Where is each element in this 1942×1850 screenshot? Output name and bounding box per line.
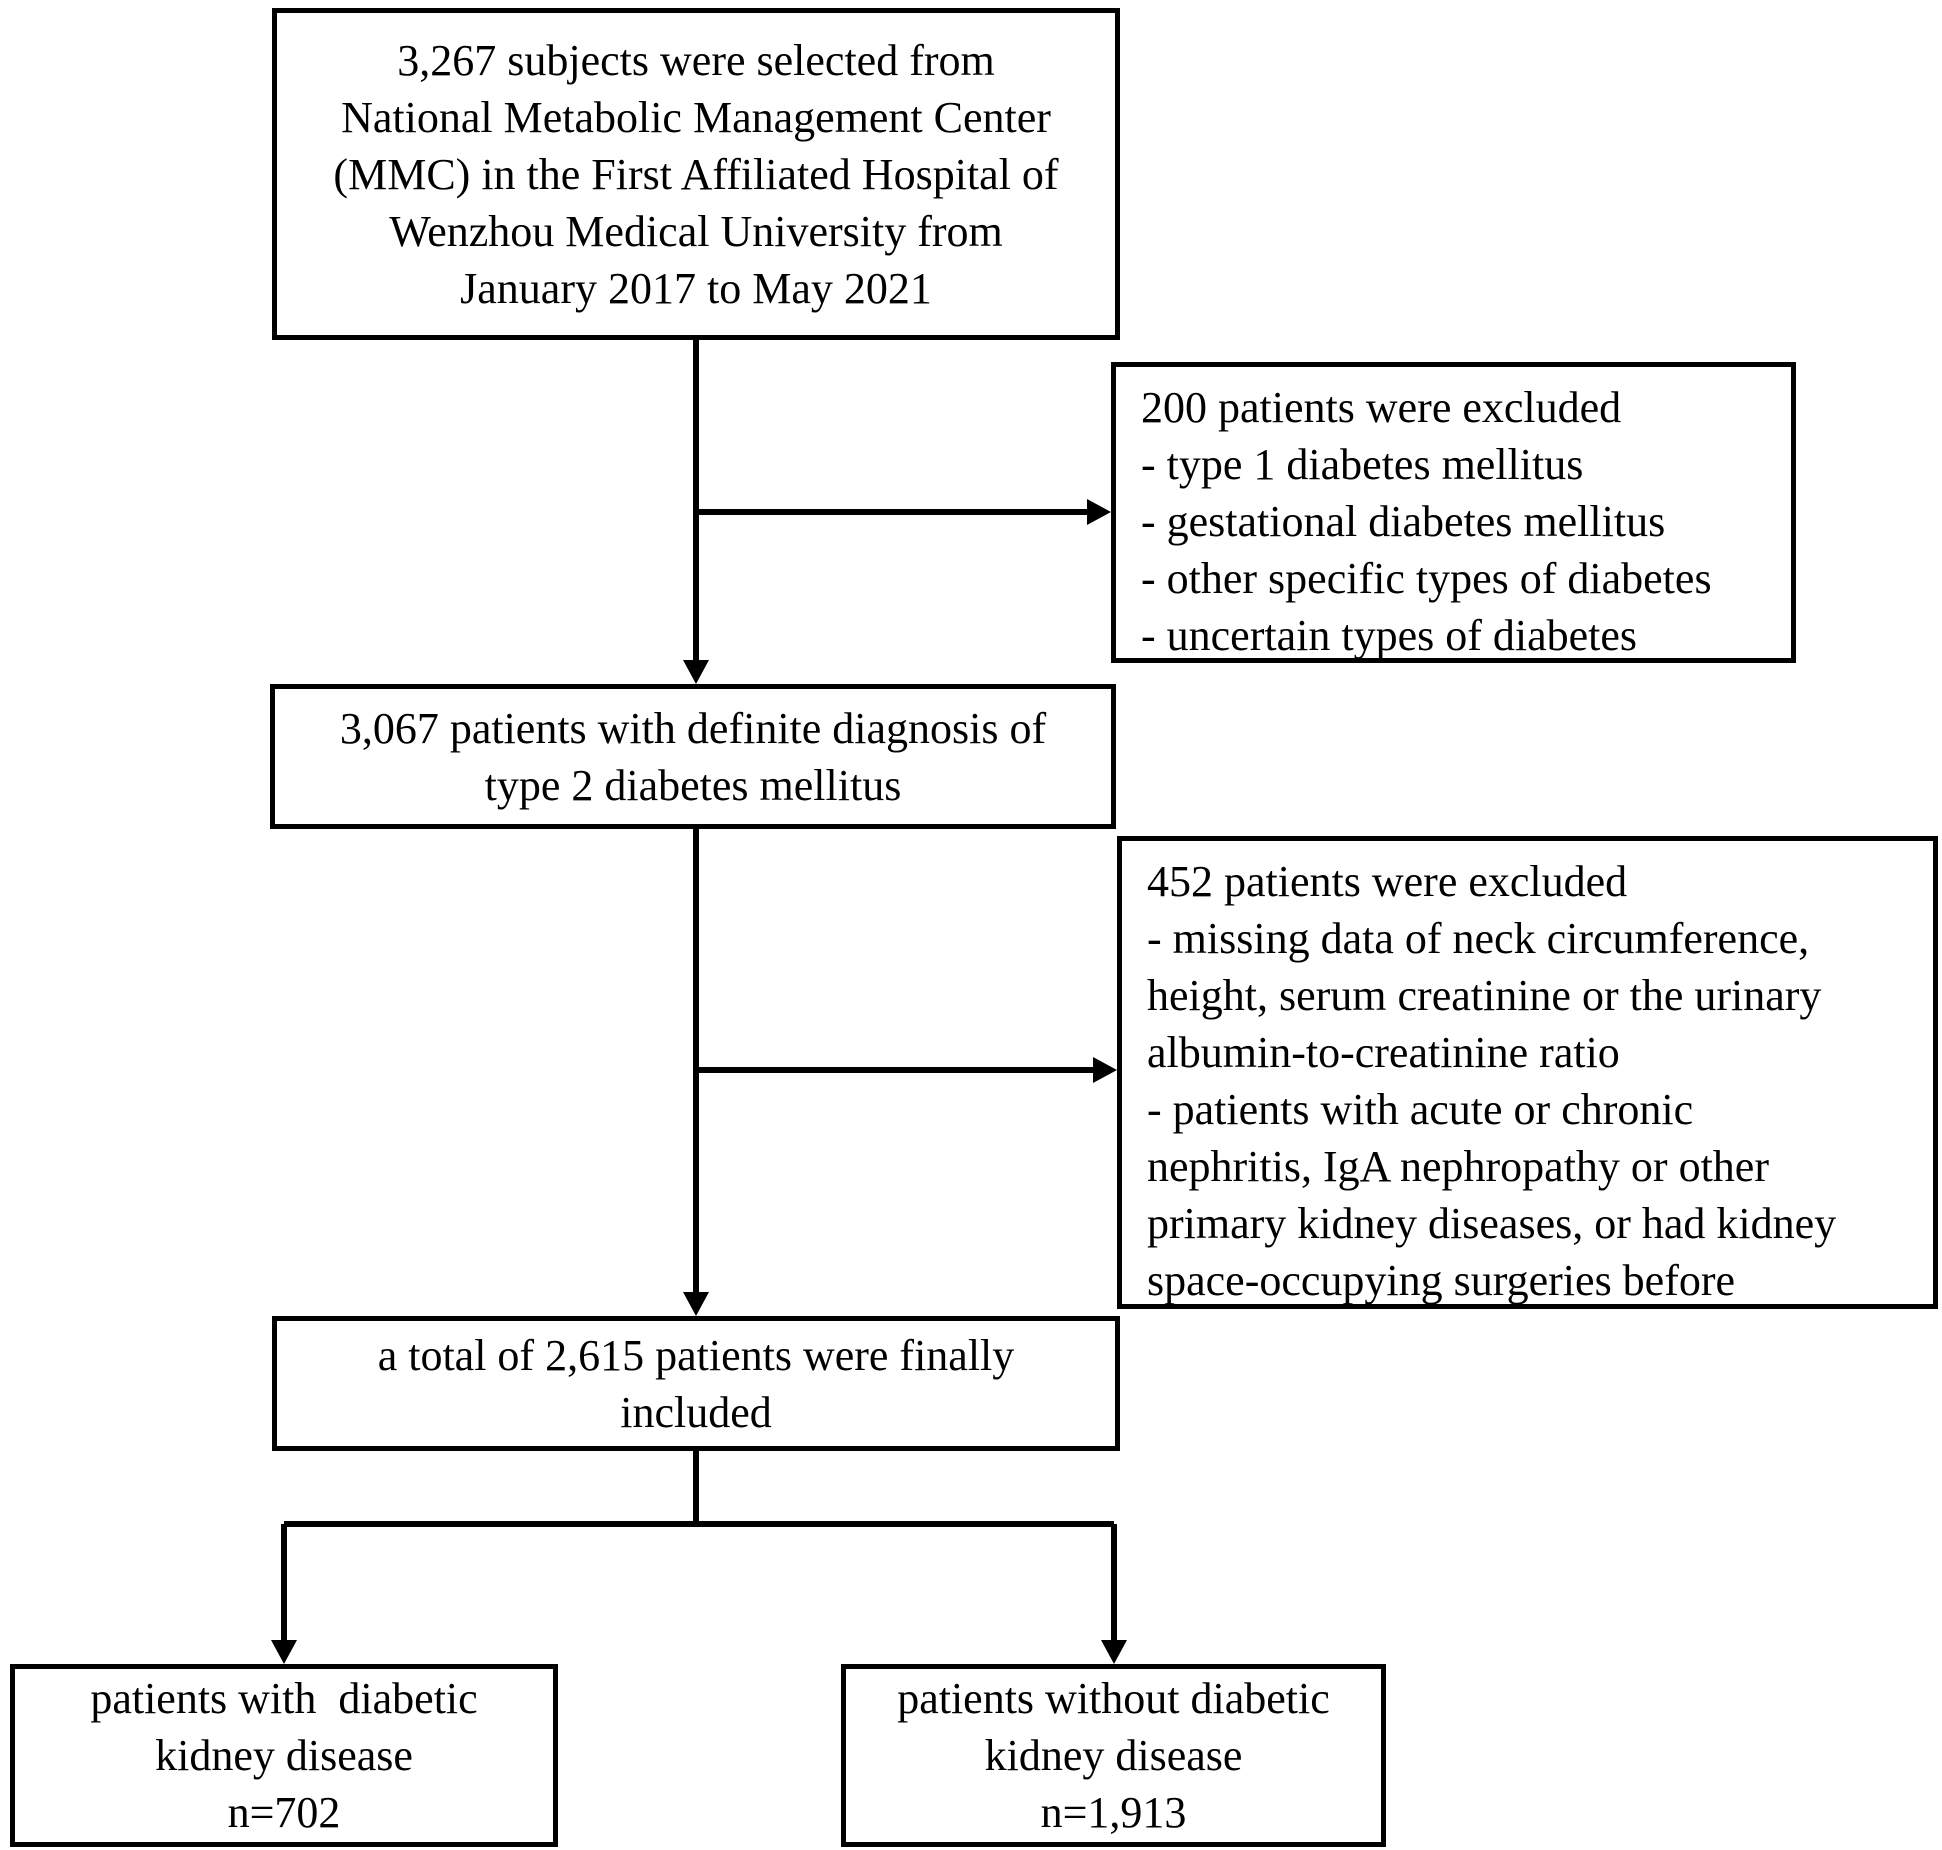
box-text-line: - other specific types of diabetes xyxy=(1141,554,1712,603)
first-exclusion-box: 200 patients were excluded - type 1 diab… xyxy=(1111,362,1796,663)
box-text-line: patients without diabetic xyxy=(897,1674,1330,1723)
box-text-line: a total of 2,615 patients were finally xyxy=(377,1330,1015,1380)
second-exclusion-box: 452 patients were excluded - missing dat… xyxy=(1117,836,1938,1309)
arrowhead-without-dkd xyxy=(1101,1640,1127,1664)
box-text-line: type 2 diabetes mellitus xyxy=(484,760,902,810)
box-text-line: (MMC) in the First Affiliated Hospital o… xyxy=(333,149,1059,199)
arrowhead-excluded-second xyxy=(1093,1057,1117,1083)
box-text-line: patients with diabetic xyxy=(90,1674,478,1723)
box-text-line: - patients with acute or chronic xyxy=(1147,1085,1694,1134)
final-included-box: a total of 2,615 patients were finally i… xyxy=(272,1316,1120,1451)
arrowhead-final xyxy=(683,1292,709,1316)
with-dkd-box: patients with diabetic kidney disease n=… xyxy=(10,1664,558,1847)
box-text-line: - missing data of neck circumference, xyxy=(1147,914,1810,963)
arrowhead-with-dkd xyxy=(271,1640,297,1664)
arrowhead-type2 xyxy=(683,660,709,684)
box-text-line: albumin-to-creatinine ratio xyxy=(1147,1028,1620,1077)
selected-subjects-box: 3,267 subjects were selected from Nation… xyxy=(272,8,1120,340)
box-text-line: National Metabolic Management Center xyxy=(341,92,1051,142)
box-text-line: space-occupying surgeries before xyxy=(1147,1256,1736,1305)
box-text-line: - uncertain types of diabetes xyxy=(1141,611,1638,660)
box-text-line: 3,267 subjects were selected from xyxy=(397,35,995,85)
box-text-line: nephritis, IgA nephropathy or other xyxy=(1147,1142,1769,1191)
box-text-line: included xyxy=(620,1387,772,1437)
box-text-line: n=1,913 xyxy=(1040,1788,1187,1837)
box-text-line: kidney disease xyxy=(984,1731,1243,1780)
arrowhead-excluded-first xyxy=(1087,499,1111,525)
box-text-line: 3,067 patients with definite diagnosis o… xyxy=(339,703,1047,753)
without-dkd-box: patients without diabetic kidney disease… xyxy=(841,1664,1386,1847)
box-text-line: - type 1 diabetes mellitus xyxy=(1141,440,1584,489)
box-text-line: - gestational diabetes mellitus xyxy=(1141,497,1666,546)
box-text-line: kidney disease xyxy=(155,1731,413,1780)
box-text-line: 452 patients were excluded xyxy=(1147,857,1628,906)
box-text-line: 200 patients were excluded xyxy=(1141,383,1622,432)
box-text-line: January 2017 to May 2021 xyxy=(460,263,932,313)
box-text-line: height, serum creatinine or the urinary xyxy=(1147,971,1822,1020)
box-text-line: primary kidney diseases, or had kidney xyxy=(1147,1199,1837,1248)
type2-diagnosis-box: 3,067 patients with definite diagnosis o… xyxy=(270,684,1116,829)
box-text-line: Wenzhou Medical University from xyxy=(389,206,1003,256)
box-text-line: n=702 xyxy=(227,1788,341,1837)
